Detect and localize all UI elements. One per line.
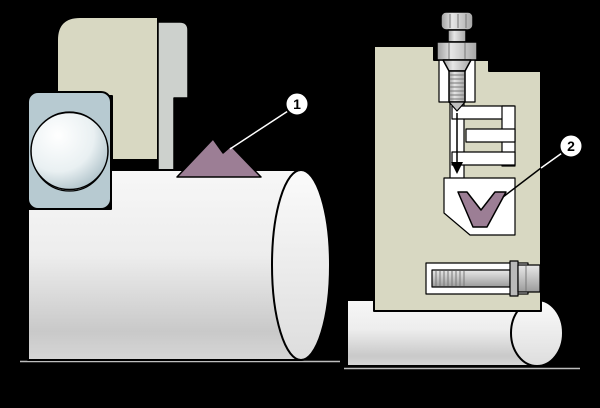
callout-1: 1 [229, 91, 310, 150]
grease-fitting-cap [440, 11, 474, 31]
left-vring-seal [176, 138, 262, 178]
left-assembly-vring-seal: 1 [20, 16, 340, 363]
grease-fitting-hex-flat-lines [448, 43, 466, 59]
grease-fitting-thread-lines [450, 74, 464, 100]
bolt-thread-lines [435, 271, 465, 286]
grease-fitting-hex [436, 41, 478, 61]
callout-2-leader-line-outer [540, 152, 563, 169]
grease-flow-arrowhead [451, 162, 463, 174]
callout-2-circle [558, 133, 584, 159]
grease-flow-arrow [451, 113, 463, 174]
callout-2-leader-line-inner [502, 167, 542, 198]
bolt-washer [509, 260, 519, 297]
labyrinth-passage-bottom [451, 151, 516, 166]
callout-2: 2 [502, 133, 584, 198]
grease-fitting-neck [447, 29, 467, 43]
labyrinth-passages [451, 105, 516, 167]
bearing-ball [30, 111, 109, 191]
retaining-bolt [431, 260, 541, 297]
left-shaft-end-face [271, 169, 331, 361]
callout-1-label: 1 [293, 96, 301, 112]
labyrinth-passage-middle [465, 128, 516, 143]
grease-fitting-tip [448, 101, 466, 112]
callout-1-leader-line [229, 110, 289, 150]
right-assembly-labyrinth-seal: 2 [344, 11, 584, 370]
grease-fitting [436, 11, 478, 112]
callout-1-circle [284, 91, 310, 117]
callout-2-label: 2 [567, 138, 575, 154]
right-vring-seal [457, 191, 507, 228]
left-housing [56, 16, 159, 161]
bolt-head [517, 264, 541, 293]
grease-fitting-cap-knurl-lines [449, 14, 467, 28]
left-end-cover [157, 21, 189, 171]
